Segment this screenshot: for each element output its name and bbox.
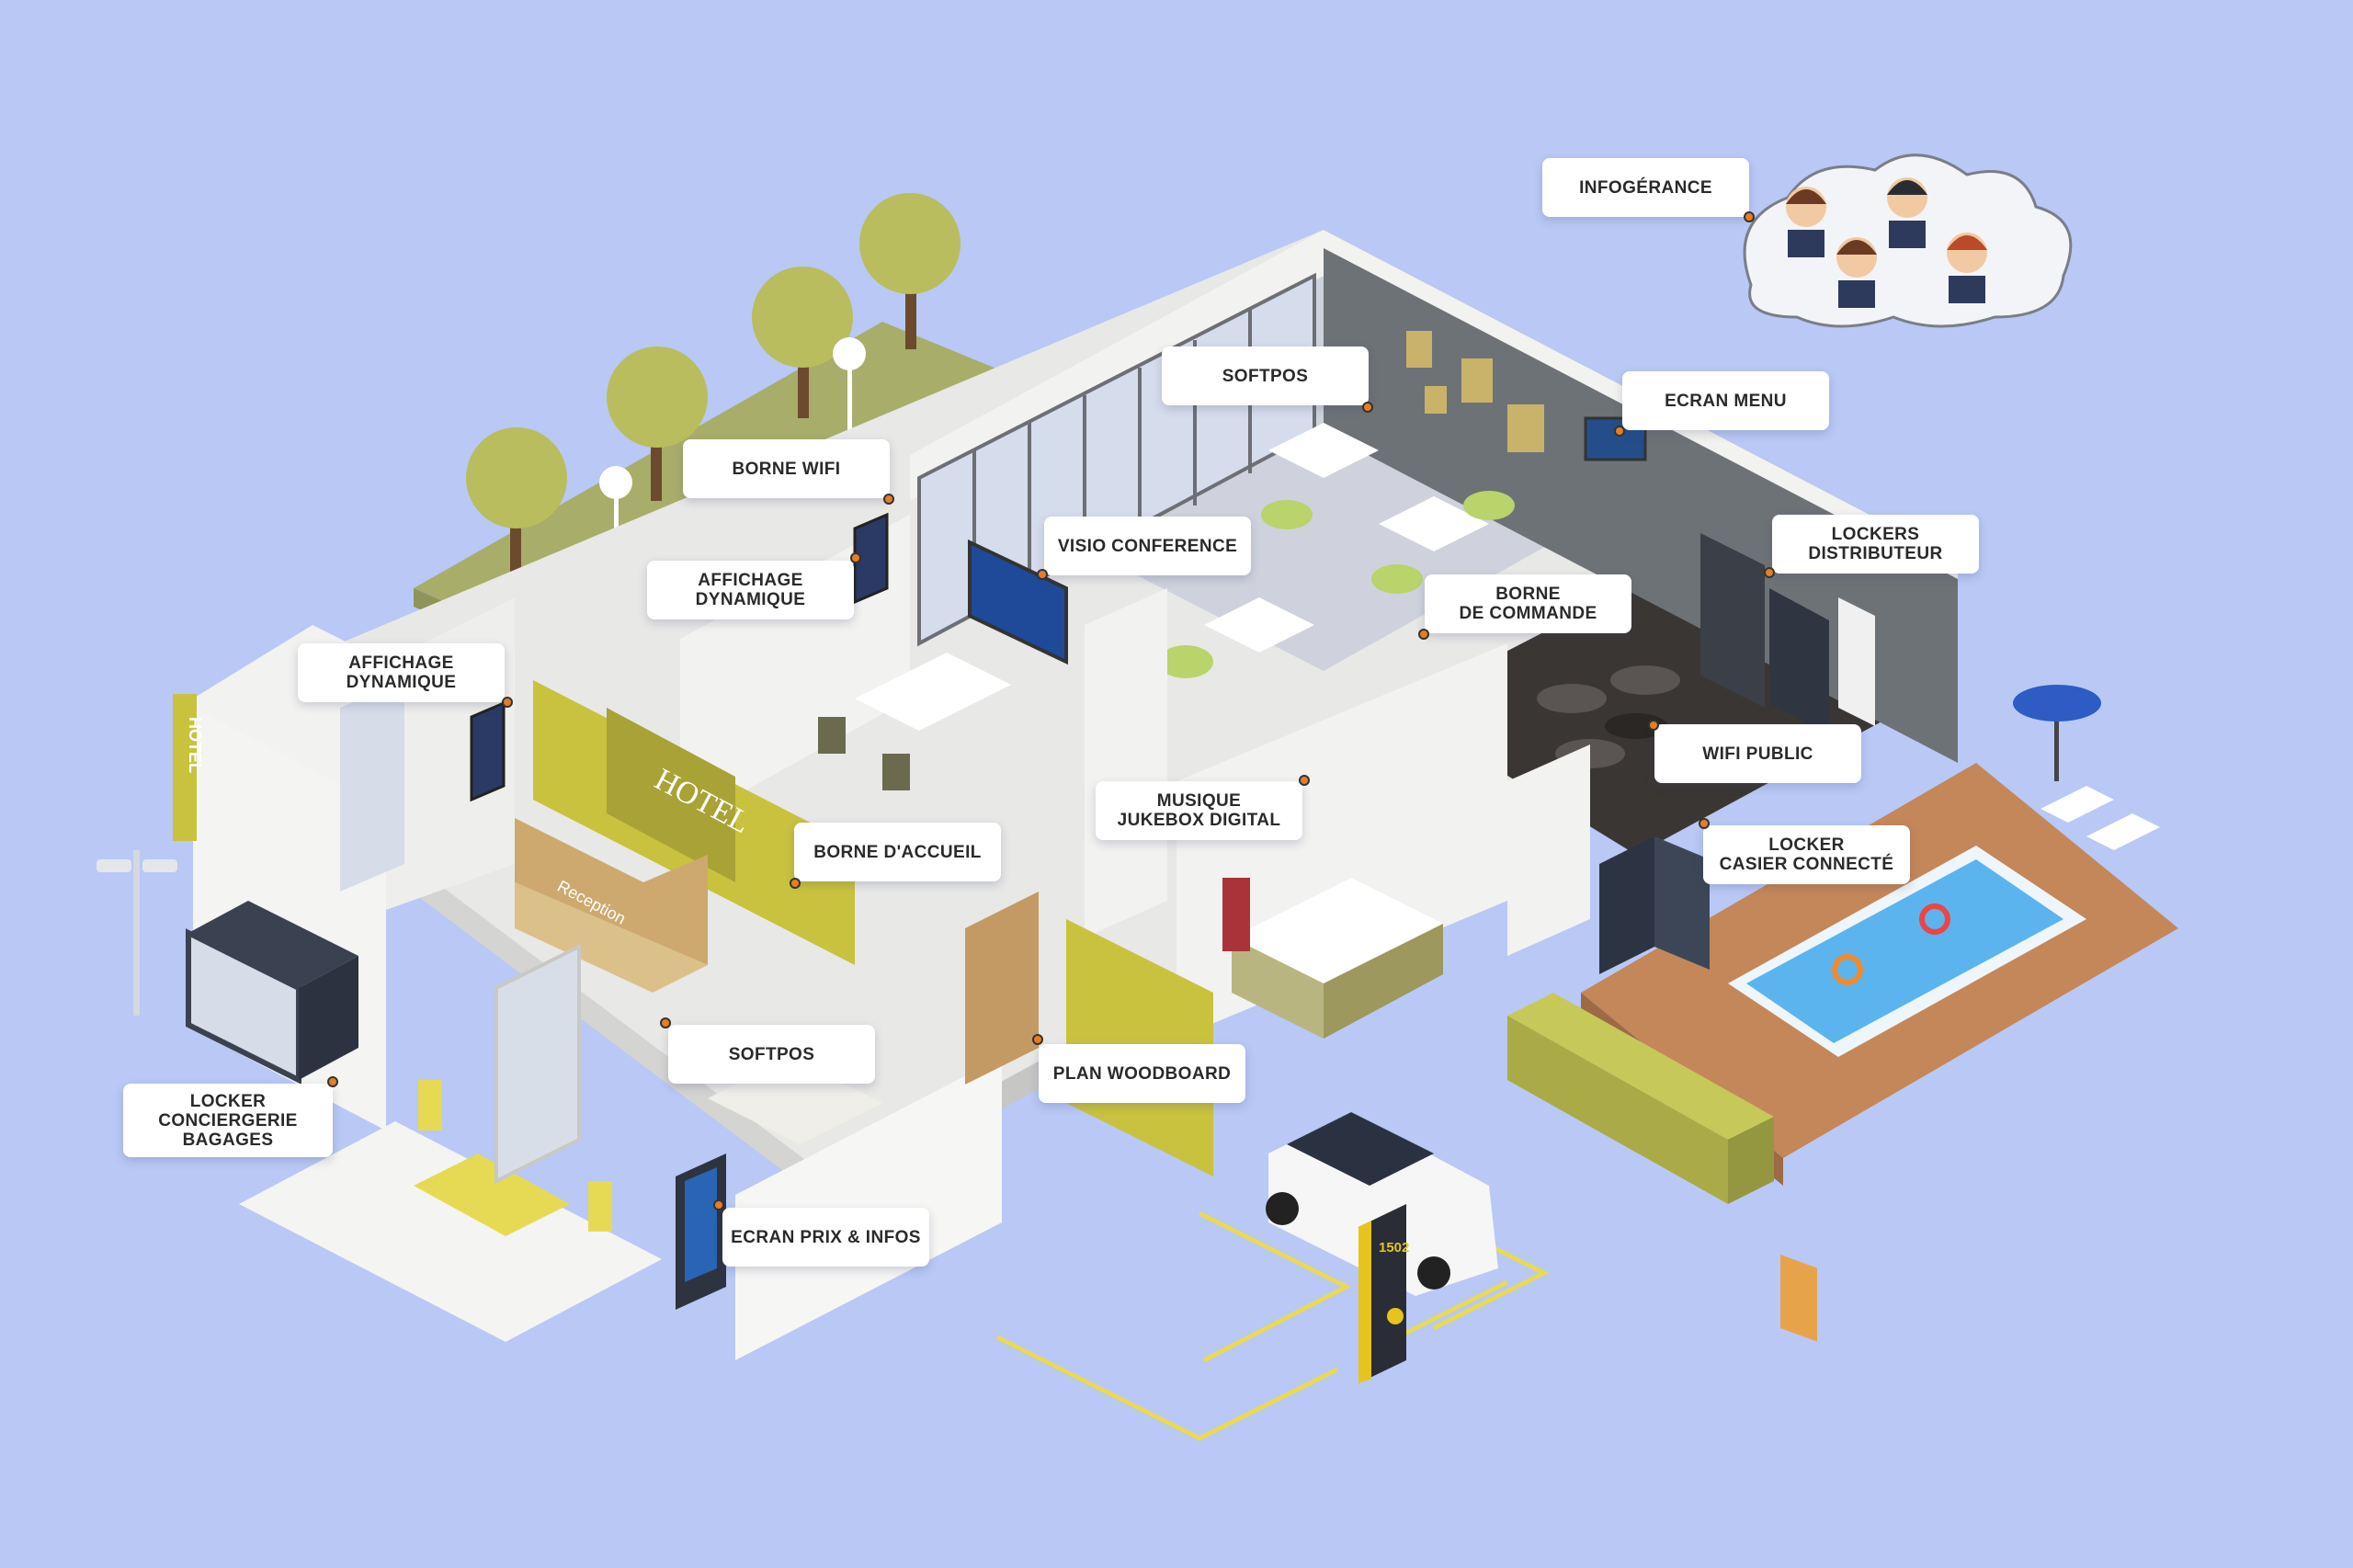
support-cloud bbox=[1743, 153, 2073, 328]
svg-text:HOTEL: HOTEL bbox=[186, 717, 204, 773]
marker-dot bbox=[1648, 720, 1659, 731]
label-infogerance: INFOGÉRANCE bbox=[1542, 158, 1749, 217]
marker-dot bbox=[502, 697, 513, 708]
hedge bbox=[1507, 993, 1774, 1140]
marker-dot bbox=[327, 1076, 338, 1087]
visio-screen bbox=[968, 539, 1068, 665]
marker-dot bbox=[850, 552, 861, 563]
marker-dot bbox=[660, 1017, 671, 1028]
entrance-steps bbox=[239, 1121, 662, 1342]
marker-dot bbox=[883, 494, 894, 505]
marker-dot bbox=[1764, 567, 1775, 578]
hotel-vertical-sign bbox=[173, 694, 197, 841]
marker-dot bbox=[1744, 211, 1755, 222]
entrance-mat bbox=[414, 1153, 570, 1236]
marker-dot bbox=[1614, 426, 1625, 437]
entrance-window bbox=[340, 680, 404, 892]
marker-dot bbox=[1362, 402, 1373, 413]
marker-dot bbox=[1032, 1034, 1043, 1045]
restaurant-tables bbox=[1158, 423, 1515, 678]
label-ecran-menu: ECRAN MENU bbox=[1622, 371, 1829, 430]
pool-water bbox=[1746, 859, 2063, 1043]
label-wifi-public: WIFI PUBLIC bbox=[1654, 724, 1861, 783]
marker-dot bbox=[1699, 818, 1710, 829]
marker-dot bbox=[1037, 569, 1048, 580]
car bbox=[1266, 1112, 1498, 1296]
luggage-locker bbox=[186, 901, 358, 1085]
price-screen-totem bbox=[676, 1153, 726, 1310]
label-softpos-bottom: SOFTPOS bbox=[668, 1025, 875, 1084]
wall-frames bbox=[1406, 331, 1544, 452]
marker-dot bbox=[1299, 775, 1310, 786]
label-borne-daccueil: BORNE D'ACCUEIL bbox=[794, 823, 1001, 881]
woodboard bbox=[965, 892, 1039, 1085]
dynamic-display-top bbox=[853, 512, 889, 605]
label-ecran-prix-infos: ECRAN PRIX & INFOS bbox=[722, 1208, 929, 1267]
label-borne-wifi: BORNE WIFI bbox=[683, 439, 890, 498]
parking-terminal: 1502 bbox=[1358, 1204, 1409, 1383]
label-softpos-top: SOFTPOS bbox=[1162, 347, 1369, 405]
security-camera bbox=[97, 850, 177, 1016]
dynamic-display-left bbox=[470, 700, 506, 802]
entrance-door bbox=[494, 943, 581, 1185]
garden-trees bbox=[466, 193, 961, 584]
label-plan-woodboard: PLAN WOODBOARD bbox=[1039, 1044, 1245, 1103]
label-visio-conference: VISIO CONFERENCE bbox=[1044, 517, 1251, 575]
wall-restaurant-divider bbox=[1085, 588, 1167, 937]
bedroom bbox=[1222, 878, 1443, 1039]
connected-lockers bbox=[1599, 836, 1710, 974]
meeting-table bbox=[818, 653, 1011, 790]
marker-dot bbox=[790, 878, 801, 889]
svg-text:1502: 1502 bbox=[1379, 1240, 1409, 1256]
pool-loungers bbox=[2013, 685, 2160, 850]
marker-dot bbox=[1418, 629, 1429, 640]
marker-dot bbox=[713, 1199, 724, 1210]
vending-machines bbox=[1700, 533, 1875, 1342]
reception-desk bbox=[515, 818, 708, 965]
